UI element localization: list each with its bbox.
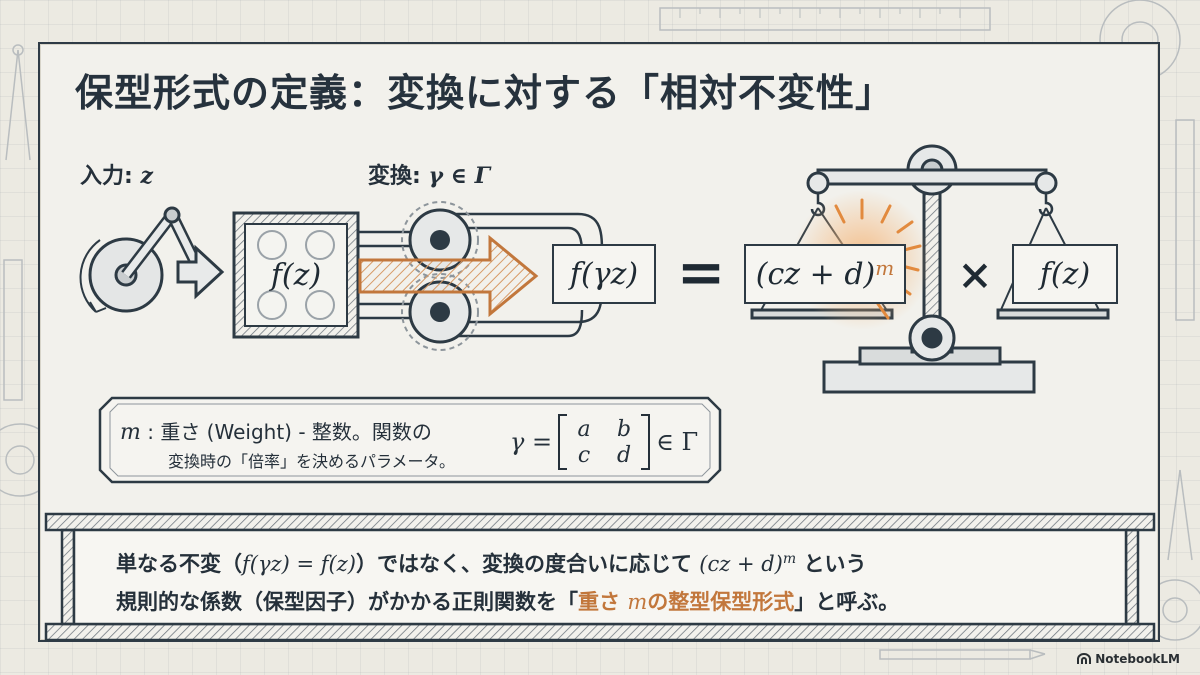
summary-line-1-b: ）ではなく、変換の度合いに応じて xyxy=(355,552,700,576)
weight-description-box: m : 重さ (Weight) - 整数。関数の 変換時の「倍率」を決めるパラメ… xyxy=(100,398,720,482)
times-sign: × xyxy=(957,249,993,299)
notebooklm-logo: NotebookLM xyxy=(1077,652,1180,666)
summary-frame xyxy=(44,512,1156,642)
gamma-matrix-definition: γ = a b c d ∈ Γ xyxy=(510,414,698,470)
summary-invariance-math: f(γz) = f(z) xyxy=(242,552,356,576)
summary-factor-exponent: m xyxy=(782,551,797,567)
factor-exponent: m xyxy=(875,256,895,280)
gamma-matrix: a b c d xyxy=(558,414,651,470)
gamma-rhs: ∈ Γ xyxy=(656,428,699,456)
summary-highlight-m: m xyxy=(627,590,648,614)
summary-highlight-term: の整型保型形式 xyxy=(647,590,795,614)
input-variable: z xyxy=(140,163,153,189)
machine-fz-label: f(z) xyxy=(270,257,322,293)
input-label: 入力: z xyxy=(80,158,153,190)
summary-line-2-b: 」と呼ぶ。 xyxy=(794,590,900,614)
input-label-prefix: 入力: xyxy=(80,164,141,189)
input-arrow xyxy=(176,244,225,300)
gamma-lhs: γ = xyxy=(510,428,553,456)
summary-factor: (cz + d) xyxy=(699,552,783,576)
input-crank-wheel xyxy=(79,206,204,313)
function-machine xyxy=(232,211,360,339)
matrix-c: c xyxy=(577,442,591,468)
page-title: 保型形式の定義：変換に対する「相対不変性」 xyxy=(75,71,895,115)
equals-sign: = xyxy=(676,238,726,306)
matrix-d: d xyxy=(617,442,632,468)
transform-arrow xyxy=(358,234,539,318)
f-gamma-z-box: f(γz) xyxy=(552,244,656,304)
summary-line-1-c: という xyxy=(796,552,867,576)
weight-m-symbol: m xyxy=(120,420,141,445)
transform-label: 変換: γ ∈ Γ xyxy=(368,158,490,190)
branding-text: NotebookLM xyxy=(1095,652,1180,666)
matrix-a: a xyxy=(577,416,591,442)
transform-label-prefix: 変換: xyxy=(368,164,429,189)
summary-line-1-a: 単なる不変（ xyxy=(116,552,242,576)
matrix-b: b xyxy=(617,416,632,442)
factor-base: (cz + d) xyxy=(755,256,876,292)
summary-line-2-a: 規則的な係数（保型因子）がかかる正則関数を「 xyxy=(116,590,578,614)
summary-panel: 単なる不変（f(γz) = f(z)）ではなく、変換の度合いに応じて (cz +… xyxy=(62,528,1144,628)
weight-box-frame xyxy=(98,396,722,484)
weight-line-1-text: : 重さ (Weight) - 整数。関数の xyxy=(140,420,432,444)
summary-line-2: 規則的な係数（保型因子）がかかる正則関数を「重さ mの整型保型形式」と呼ぶ。 xyxy=(116,586,899,616)
automorphy-factor-box: (cz + d)m xyxy=(744,244,906,304)
transform-math: γ ∈ Γ xyxy=(428,163,491,189)
weight-line-1: m : 重さ (Weight) - 整数。関数の xyxy=(120,416,432,445)
summary-line-1: 単なる不変（f(γz) = f(z)）ではなく、変換の度合いに応じて (cz +… xyxy=(116,548,866,578)
notebooklm-icon xyxy=(1077,653,1092,664)
balance-scale xyxy=(750,144,1110,394)
weight-line-2: 変換時の「倍率」を決めるパラメータ。 xyxy=(168,452,456,471)
fz-right-box: f(z) xyxy=(1012,244,1118,304)
summary-highlight-weight: 重さ xyxy=(578,590,628,614)
